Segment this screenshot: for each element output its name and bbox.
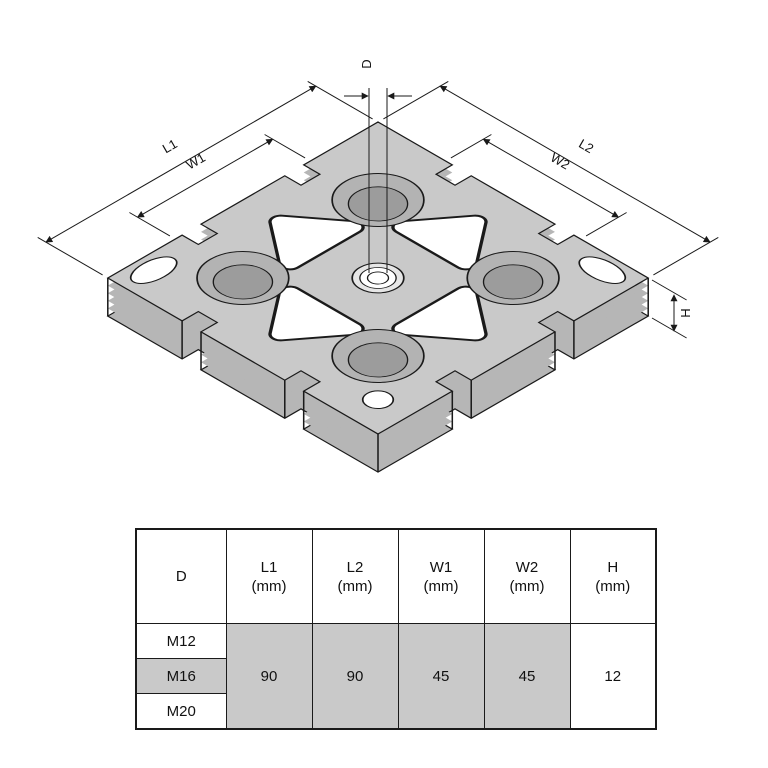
thread-size-m16: M16 [135,658,227,694]
value-l2: 90 [311,623,399,730]
dim-label-w1: W1 [184,150,208,173]
col-unit: (mm) [251,577,287,595]
table-row-m12: M12 90 90 45 45 12 [135,623,657,730]
value-l1: 90 [225,623,313,730]
pocket-cutouts [268,214,488,342]
plate-body [106,121,650,474]
corner-slots [129,256,627,410]
col-header-l2: L2 (mm) [311,528,399,624]
col-name: L1 [260,558,278,576]
dimension-l2-w2: L2 W2 [383,80,719,276]
table-row-m20: M20 [135,693,656,730]
col-name: H [607,558,619,576]
col-name: D [175,568,187,585]
col-header-w1: W1 (mm) [397,528,485,624]
value-h: 12 [569,623,657,730]
col-unit: (mm) [423,577,459,595]
value-w2: 45 [483,623,571,730]
dimension-annotations: L1 W1 L2 W2 D [37,59,719,339]
table-row-m16: M16 [135,658,656,694]
value-w1: 45 [397,623,485,730]
col-name: W1 [429,558,453,576]
plate-vertical-edges [107,277,649,473]
isometric-drawing: L1 W1 L2 W2 D [37,59,719,474]
col-unit: (mm) [509,577,545,595]
dim-label-w2: W2 [548,150,572,173]
col-unit: (mm) [595,577,631,595]
dim-label-d: D [359,59,374,68]
dimension-l1-w1: L1 W1 [37,80,373,276]
col-name: W2 [515,558,539,576]
thread-size-m12: M12 [135,623,227,659]
table-header-row: D L1 (mm) L2 (mm) W1 (mm) W2 (mm) [135,528,657,624]
dimension-d: D [344,59,412,273]
col-name: L2 [346,558,364,576]
col-header-w2: W2 (mm) [483,528,571,624]
col-header-h: H (mm) [569,528,657,624]
dimension-table: D L1 (mm) L2 (mm) W1 (mm) W2 (mm) [135,528,657,730]
col-unit: (mm) [337,577,373,595]
dimension-h: H [651,279,693,339]
col-header-d: D [135,528,227,624]
dim-label-h: H [678,308,693,317]
dim-label-l2: L2 [576,136,596,156]
counterbore-holes [196,173,560,383]
dim-label-l1: L1 [160,136,180,156]
thread-size-m20: M20 [135,693,227,730]
col-header-l1: L1 (mm) [225,528,313,624]
